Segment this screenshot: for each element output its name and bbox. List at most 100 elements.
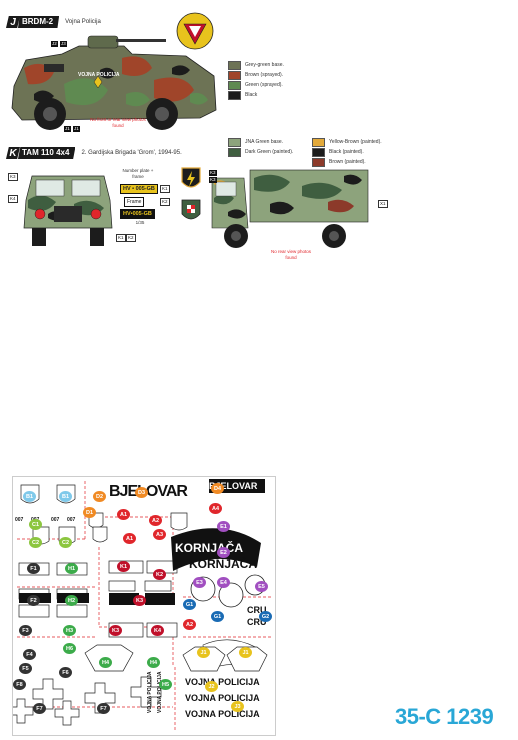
vehicle-unit: Vojna Policija bbox=[65, 19, 101, 25]
decal-label: J2 bbox=[205, 681, 218, 692]
tam110-side-view bbox=[211, 169, 369, 248]
decal-label: F3 bbox=[19, 625, 32, 636]
vehicle-title: TAM 110 4x4 bbox=[18, 147, 76, 159]
decal-label: K3 bbox=[109, 625, 122, 636]
decal-label: E5 bbox=[255, 581, 268, 592]
grom-brigade-badge-icon bbox=[181, 167, 201, 188]
decal-label: K4 bbox=[151, 625, 164, 636]
decal-label: A2 bbox=[183, 619, 196, 630]
legend-brown-painted: Brown (painted). bbox=[329, 159, 366, 165]
decal-label: E3 bbox=[193, 577, 206, 588]
decal-label: F8 bbox=[13, 679, 26, 690]
legend-black: Black bbox=[245, 92, 258, 98]
decal-tag-k4: K4 bbox=[8, 195, 18, 203]
decal-label: D1 bbox=[83, 507, 96, 518]
section-letter: J bbox=[6, 16, 20, 28]
decal-label: A1 bbox=[117, 509, 130, 520]
decal-label: H4 bbox=[99, 657, 112, 668]
decal-label: G1 bbox=[183, 599, 196, 610]
decal-tag-x1: X1 bbox=[378, 200, 388, 208]
decal-label: C2 bbox=[29, 537, 42, 548]
code-007-4: 007 bbox=[67, 517, 76, 523]
number-plate-2: HV•005-GB bbox=[120, 209, 155, 219]
decal-tag-k2: K2 bbox=[126, 234, 136, 242]
decal-tag-side-k3b: K3 bbox=[209, 177, 217, 183]
cru-text-2: CRU bbox=[247, 617, 267, 627]
decal-label: B1 bbox=[59, 491, 72, 502]
vojna-policija-text-3: VOJNA POLICIJA bbox=[185, 709, 260, 719]
decal-label: C2 bbox=[59, 537, 72, 548]
decal-tag-j1b: J1 bbox=[73, 126, 80, 132]
kornjaca-text-1: KORNJAČA bbox=[175, 541, 244, 555]
decal-sheet: BJELOVAR BJELOVAR 007 007 007 007 KORNJA… bbox=[12, 476, 276, 736]
decal-label: F6 bbox=[59, 667, 72, 678]
decal-label: E1 bbox=[217, 521, 230, 532]
legend-grey-green: Grey-green base. bbox=[245, 62, 284, 68]
legend-k-right: Yellow-Brown (painted). Black (painted).… bbox=[312, 137, 382, 167]
legend-green: Green (sprayed). bbox=[245, 82, 283, 88]
section-letter: K bbox=[6, 147, 20, 159]
decal-label: F7 bbox=[97, 703, 110, 714]
decal-label: C1 bbox=[29, 519, 42, 530]
decal-tag-plate-k1: K1 bbox=[160, 185, 170, 193]
croatian-army-badge-icon bbox=[181, 199, 201, 220]
decal-label: F5 bbox=[19, 663, 32, 674]
decal-label: H4 bbox=[147, 657, 160, 668]
legend-j: Grey-green base. Brown (sprayed). Green … bbox=[228, 60, 284, 100]
number-plate-label: Number plate + frame bbox=[122, 168, 154, 179]
decal-tag-side-k3: K3 bbox=[209, 170, 217, 176]
number-plate-1: HV • 005-GB bbox=[120, 184, 158, 194]
plate-frame-label: Frame bbox=[124, 197, 145, 207]
vojna-policija-vertical-1: VOJNA POLICIJA bbox=[147, 671, 153, 714]
product-code: 35-C 1239 bbox=[395, 704, 494, 729]
decal-label: K1 bbox=[117, 561, 130, 572]
legend-brown: Brown (sprayed). bbox=[245, 72, 284, 78]
code-007-1: 007 bbox=[15, 517, 24, 523]
decal-tag-k1: K1 bbox=[116, 234, 126, 242]
decal-label: J1 bbox=[239, 647, 252, 658]
decal-label: F1 bbox=[27, 563, 40, 574]
decal-label: A3 bbox=[153, 529, 166, 540]
tam110-front-view bbox=[23, 175, 113, 246]
decal-label: D3 bbox=[135, 487, 148, 498]
kornjaca-text-2: KORNJAČA bbox=[189, 557, 258, 571]
decal-label: H3 bbox=[63, 625, 76, 636]
decal-label: A2 bbox=[149, 515, 162, 526]
legend-yellow-brown: Yellow-Brown (painted). bbox=[329, 139, 382, 145]
section-j-header: J BRDM-2 Vojna Policija bbox=[6, 16, 101, 28]
decal-label: E2 bbox=[217, 547, 230, 558]
no-view-note: No front or rear view photos found bbox=[90, 117, 146, 128]
vojna-policija-vertical-2: VOJNA POLICIJA bbox=[157, 671, 163, 714]
legend-k-left: JNA Green base. Dark Green (painted). bbox=[228, 137, 293, 157]
decal-tag-j3: J3 bbox=[60, 41, 67, 47]
vehicle-title: BRDM-2 bbox=[18, 16, 60, 28]
decal-label: K2 bbox=[153, 569, 166, 580]
vehicle-marking: VOJNA POLICIJA bbox=[78, 72, 120, 78]
vojna-policija-text-2: VOJNA POLICIJA bbox=[185, 693, 260, 703]
cru-text-1: CRU bbox=[247, 605, 267, 615]
decal-tag-plate-k2: K2 bbox=[160, 198, 170, 206]
decal-label: A4 bbox=[209, 503, 222, 514]
decal-tag-k3: K3 bbox=[8, 173, 18, 181]
brdm2-side-view bbox=[11, 35, 217, 130]
bjelovar-text-2: BJELOVAR bbox=[209, 481, 258, 491]
decal-label: K3 bbox=[133, 595, 146, 606]
scale-label: 1/35 bbox=[135, 220, 145, 225]
decal-label: H1 bbox=[65, 563, 78, 574]
decal-tag-j2: J2 bbox=[51, 41, 58, 47]
decal-label: H2 bbox=[65, 595, 78, 606]
decal-label: H5 bbox=[159, 679, 172, 690]
legend-dark-green: Dark Green (painted). bbox=[245, 149, 294, 155]
decal-label: J1 bbox=[197, 647, 210, 658]
decal-label: F7 bbox=[33, 703, 46, 714]
decal-label: A1 bbox=[123, 533, 136, 544]
decal-label: J3 bbox=[231, 701, 244, 712]
decal-tag-j1: J1 bbox=[64, 126, 71, 132]
decal-label: G2 bbox=[259, 611, 272, 622]
no-rear-view-note: No rear view photos found bbox=[270, 249, 312, 260]
legend-jna-green: JNA Green base. bbox=[245, 139, 284, 145]
decal-label: H6 bbox=[63, 643, 76, 654]
decal-label: E4 bbox=[217, 577, 230, 588]
decal-label: D2 bbox=[93, 491, 106, 502]
legend-black-painted: Black (painted). bbox=[329, 149, 364, 155]
